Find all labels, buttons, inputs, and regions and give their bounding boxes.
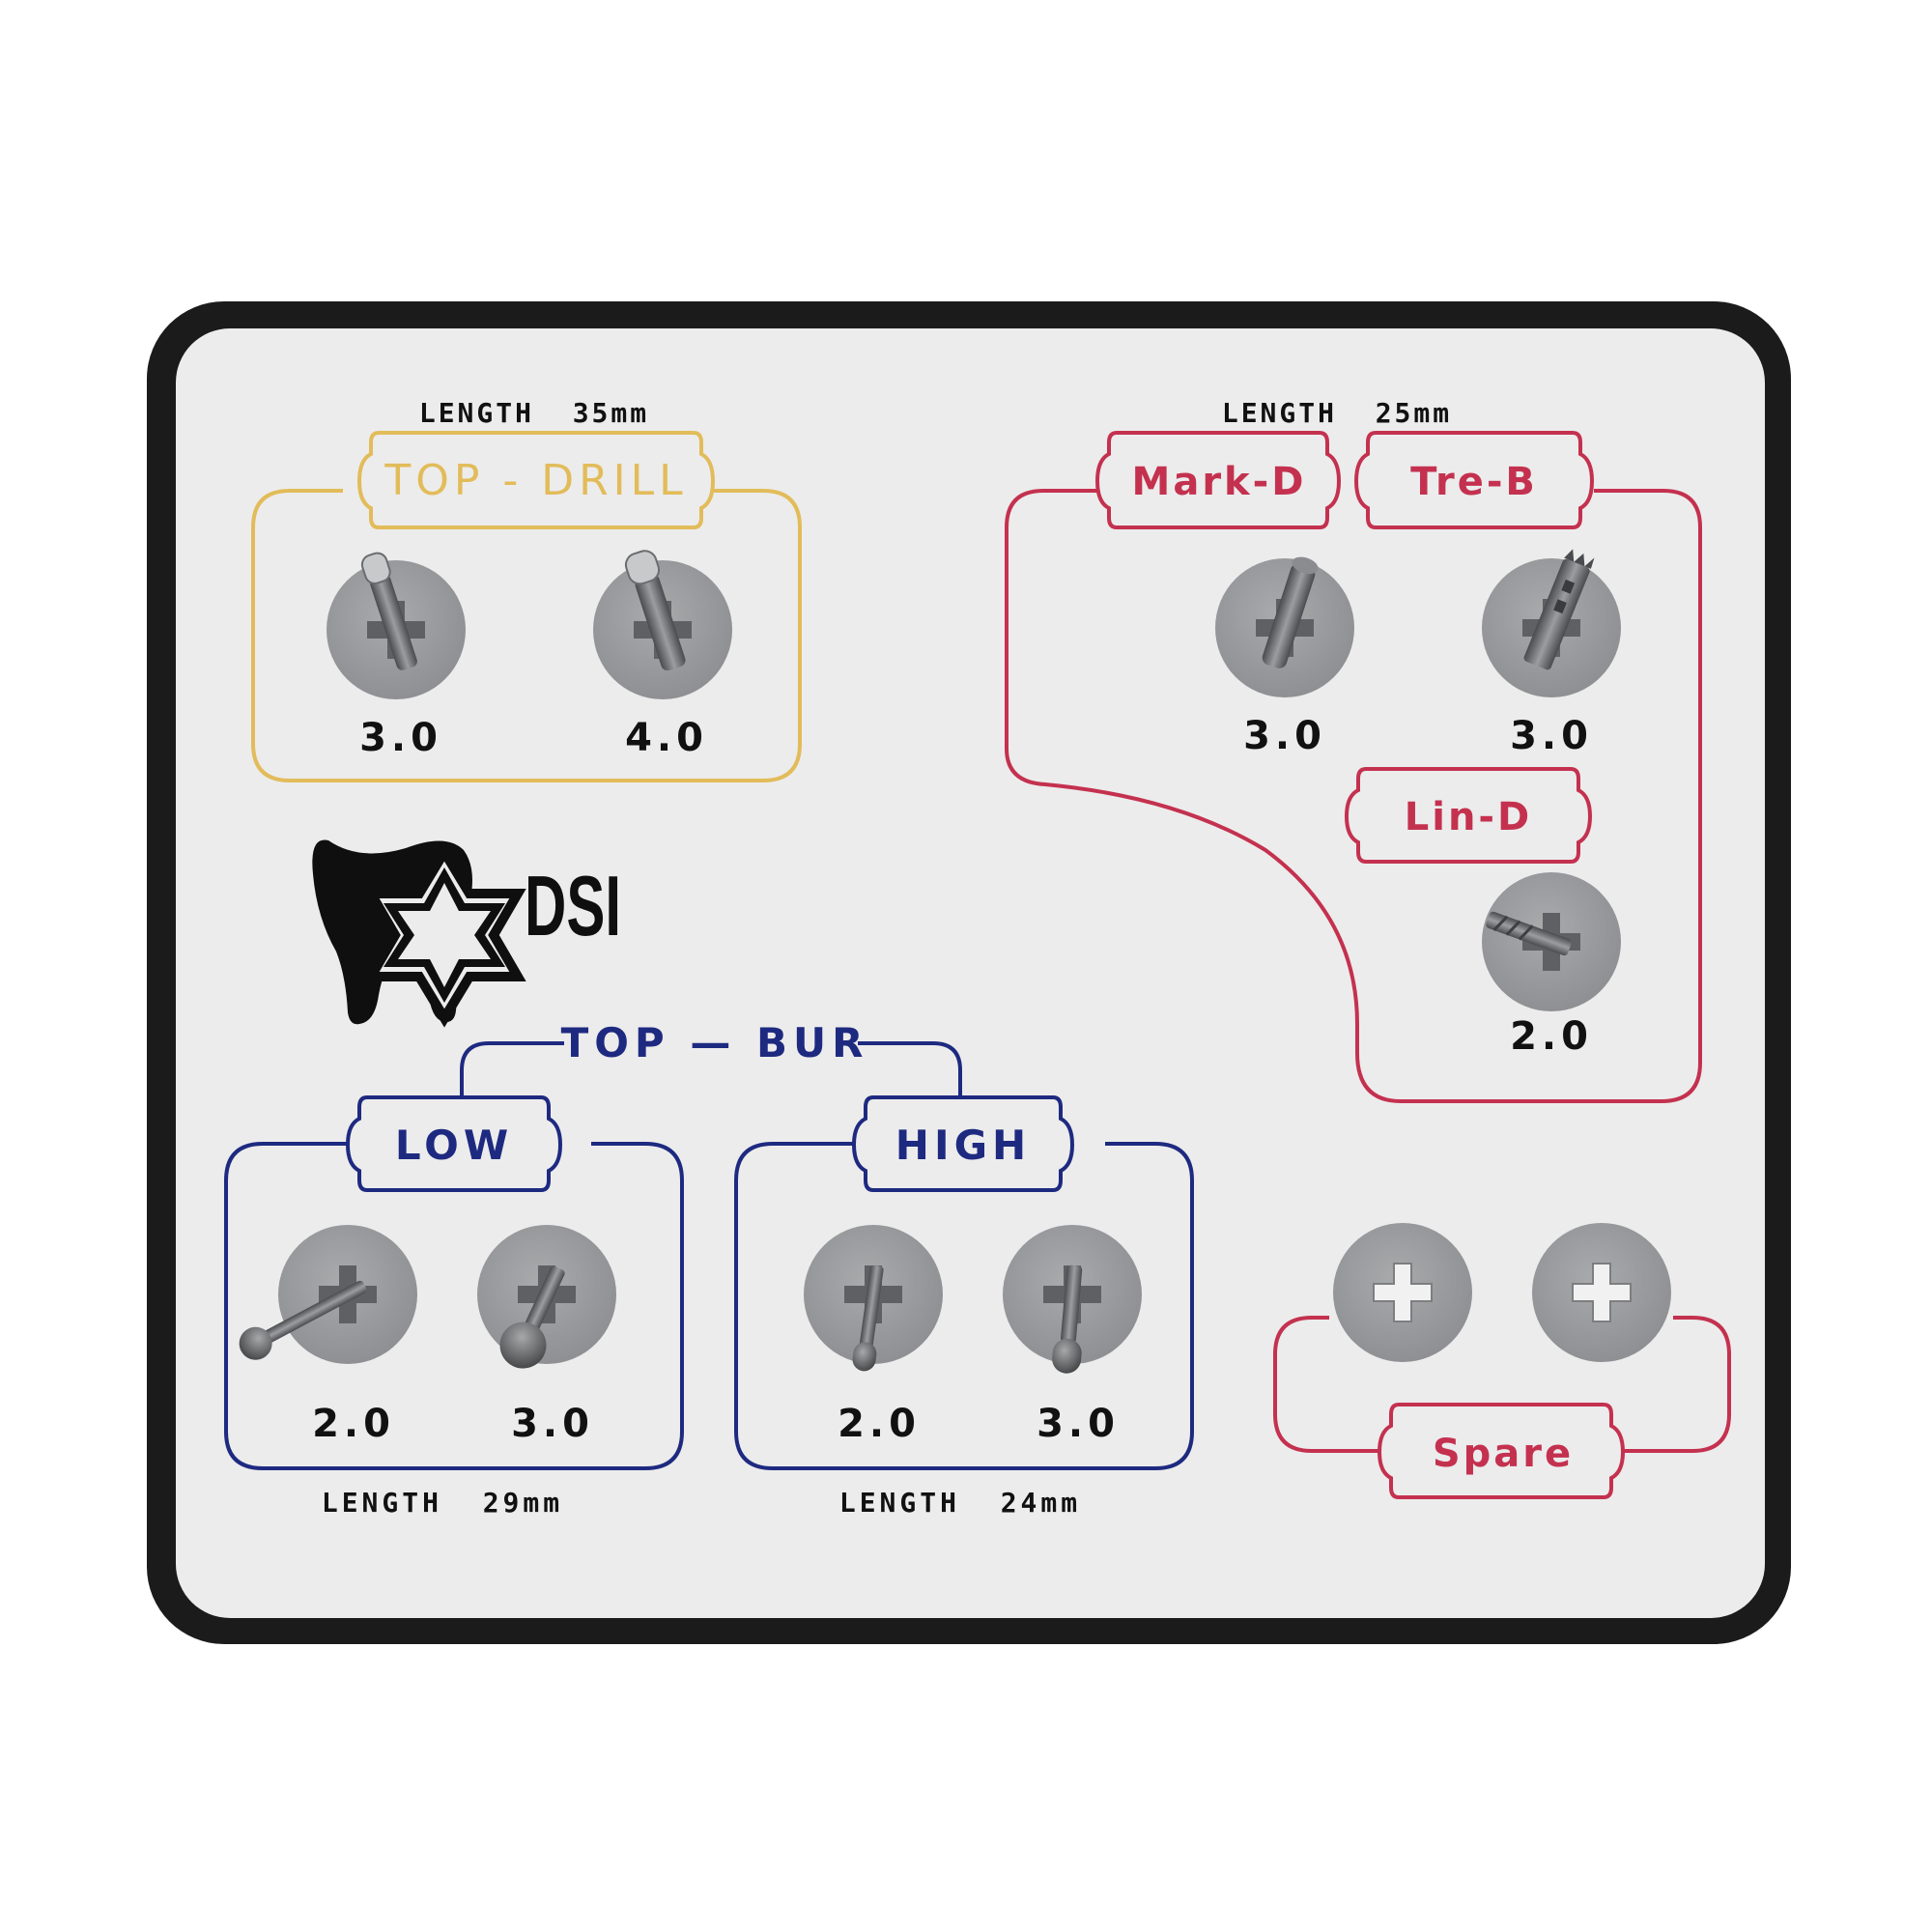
- marking-drill-icon: [1262, 556, 1319, 668]
- top-drill-title: TOP - DRILL: [384, 456, 687, 505]
- mark-d-size-label: 3.0: [1243, 714, 1326, 758]
- spare-socket[interactable]: [1333, 1223, 1472, 1362]
- low-length-label: LENGTH 29mm: [322, 1487, 563, 1519]
- drill-bit-icon: [360, 552, 417, 670]
- high-length-label: LENGTH 24mm: [839, 1487, 1081, 1519]
- high-size-label: 3.0: [1037, 1402, 1120, 1446]
- spare-outline: [1273, 1316, 1731, 1453]
- mark-d-title: Mark-D: [1132, 460, 1307, 504]
- tre-b-label-tag: [1353, 431, 1595, 529]
- low-label-tag: [345, 1095, 563, 1192]
- dsi-logo: DSI: [312, 839, 621, 1028]
- drill-socket-3-0[interactable]: [327, 551, 466, 699]
- low-bur-socket-3-0[interactable]: [477, 1225, 616, 1376]
- round-bur-icon: [499, 1265, 565, 1369]
- top-bur-title: TOP — BUR: [561, 1019, 869, 1066]
- spare-socket[interactable]: [1532, 1223, 1671, 1362]
- drill-socket-4-0[interactable]: [593, 548, 732, 699]
- lin-d-title: Lin-D: [1405, 795, 1532, 839]
- lin-d-size-label: 2.0: [1510, 1014, 1593, 1059]
- tooth-star-icon: [312, 839, 526, 1028]
- low-size-label: 3.0: [511, 1402, 594, 1446]
- high-title: HIGH: [895, 1122, 1031, 1169]
- red-group-length-label: LENGTH 25mm: [1222, 397, 1452, 429]
- round-bur-icon: [239, 1280, 367, 1360]
- high-size-label: 2.0: [838, 1402, 921, 1446]
- spare-group: Spare: [1273, 1223, 1731, 1499]
- top-drill-group: TOP - DRILL LENGTH 35mm 3.0 4.0: [251, 397, 802, 782]
- top-drill-label-tag: [356, 431, 716, 529]
- low-title: LOW: [395, 1122, 513, 1169]
- mark-d-socket[interactable]: [1215, 554, 1354, 697]
- top-bur-bracket: [460, 1041, 962, 1095]
- low-outline: [224, 1142, 684, 1470]
- mark-d-label-tag: [1094, 431, 1342, 529]
- high-label-tag: [851, 1095, 1075, 1192]
- round-bur-icon: [852, 1264, 884, 1372]
- tre-b-socket[interactable]: [1482, 547, 1621, 697]
- top-bur-group: TOP — BUR LOW 2.0 3.0 LENGTH 29mm: [224, 1019, 1194, 1519]
- top-drill-length-label: LENGTH 35mm: [419, 397, 649, 429]
- high-outline: [734, 1142, 1194, 1470]
- high-bur-socket-2-0[interactable]: [804, 1225, 943, 1373]
- top-drill-outline: [251, 489, 802, 782]
- logo-text: DSI: [525, 858, 621, 953]
- high-bur-socket-3-0[interactable]: [1003, 1225, 1142, 1375]
- low-size-label: 2.0: [312, 1402, 395, 1446]
- spare-title: Spare: [1433, 1432, 1574, 1476]
- drill-size-label: 4.0: [625, 716, 708, 760]
- lin-d-socket[interactable]: [1482, 872, 1621, 1011]
- spare-label-tag: [1377, 1403, 1626, 1499]
- drill-bit-icon: [624, 550, 686, 671]
- round-bur-icon: [1052, 1264, 1083, 1374]
- drill-size-label: 3.0: [359, 716, 442, 760]
- trephine-bur-icon: [1523, 549, 1595, 670]
- mark-tre-lin-group: LENGTH 25mm Mark-D Tre-B 3.0: [1005, 397, 1702, 1103]
- lindemann-drill-icon: [1486, 911, 1572, 956]
- lin-d-label-tag: [1344, 767, 1593, 864]
- red-group-outline: [1005, 489, 1702, 1103]
- tre-b-title: Tre-B: [1410, 460, 1538, 504]
- tre-b-size-label: 3.0: [1510, 714, 1593, 758]
- low-bur-socket-2-0[interactable]: [234, 1225, 417, 1366]
